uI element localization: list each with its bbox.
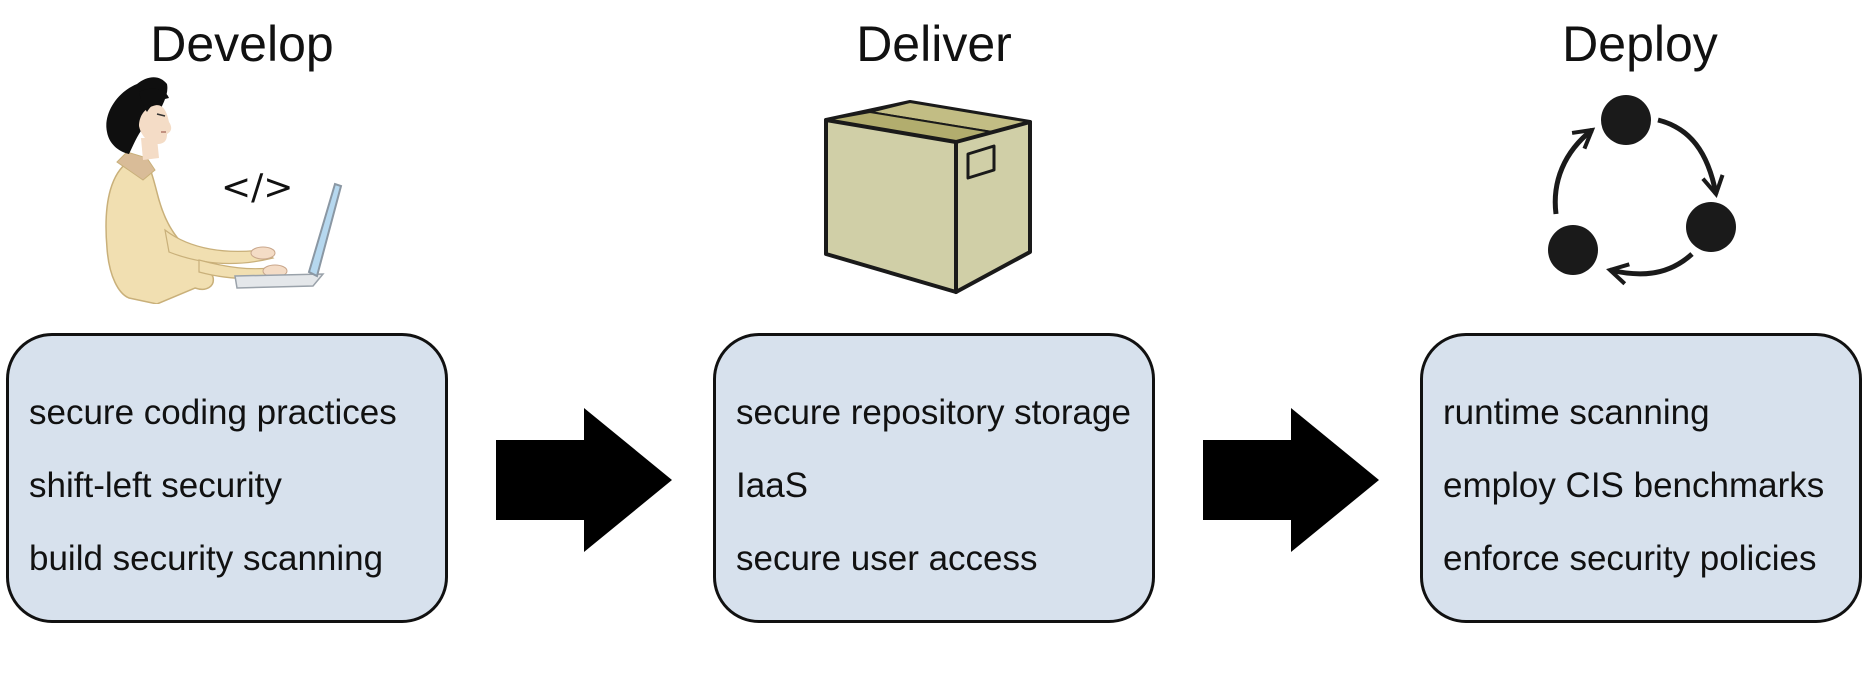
right-arrow-icon [496,408,672,557]
deploy-title: Deploy [1562,16,1718,72]
cycle-icon [1548,95,1736,286]
list-item: runtime scanning [1443,393,1710,432]
list-item: build security scanning [29,539,384,578]
package-illustration [822,98,1034,296]
deliver-title: Deliver [856,16,1012,72]
cycle-illustration [1540,90,1740,300]
package-box-icon [824,100,1032,294]
developer-illustration: </> [95,72,375,305]
list-item: IaaS [736,466,808,505]
list-item: secure coding practices [29,393,397,432]
right-arrow-icon [1203,408,1379,557]
develop-title: Develop [150,16,334,72]
list-item: shift-left security [29,466,282,505]
code-symbol: </> [221,167,294,208]
list-item: secure user access [736,539,1038,578]
list-item: enforce security policies [1443,539,1817,578]
deliver-box: secure repository storage IaaS secure us… [713,333,1155,623]
list-item: secure repository storage [736,393,1131,432]
list-item: employ CIS benchmarks [1443,466,1825,505]
deploy-box: runtime scanning employ CIS benchmarks e… [1420,333,1862,623]
develop-box: secure coding practices shift-left secur… [6,333,448,623]
developer-laptop-icon [105,77,343,305]
